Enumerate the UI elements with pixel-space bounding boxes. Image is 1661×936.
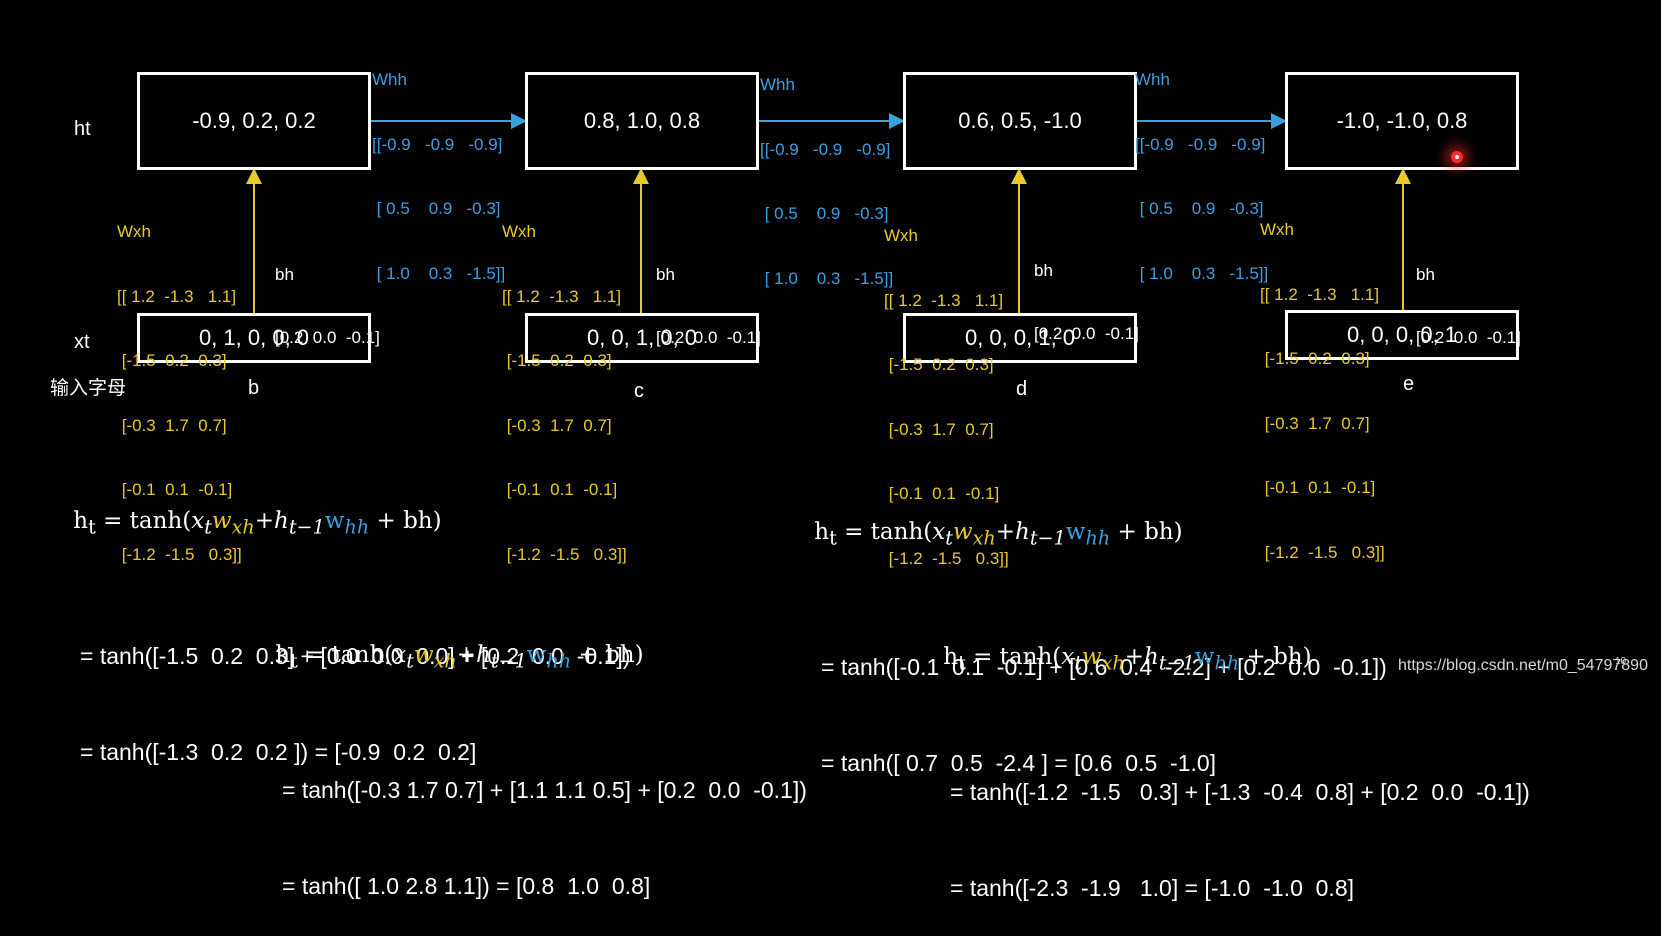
wxh-row: [-1.2 -1.5 0.3]] [117, 544, 242, 564]
bh-value: [0.2 0.0 -0.1] [275, 328, 380, 347]
wxh-row: [-0.3 1.7 0.7] [884, 419, 994, 439]
equation-formula-line: ht = tanh(xtwxh+ht−1whh + bh) [73, 508, 442, 539]
whh-title: Whh [372, 70, 407, 89]
whh-matrix-3: Whh [[-0.9 -0.9 -0.9] [ 0.5 0.9 -0.3] [ … [1135, 26, 1268, 306]
whh-title: Whh [760, 75, 795, 94]
wxh-row: [-0.3 1.7 0.7] [502, 415, 612, 435]
equation-block-e: ht = tanh(xtwxh+ht−1whh + bh) = tanh([-1… [914, 545, 1530, 936]
letter-c: c [634, 380, 644, 402]
hidden-state-box-d: 0.6, 0.5, -1.0 [903, 72, 1137, 170]
equation-result-line: = tanh([-2.3 -1.9 1.0] = [-1.0 -1.0 0.8] [950, 874, 1355, 901]
letter-e: e [1403, 373, 1415, 395]
laser-pointer-icon [1451, 151, 1463, 163]
bh-title: bh [1034, 261, 1053, 280]
wxh-title: Wxh [502, 222, 536, 241]
hidden-state-box-b: -0.9, 0.2, 0.2 [137, 72, 371, 170]
wxh-row: [-1.2 -1.5 0.3]] [884, 548, 1009, 568]
hidden-state-box-e: -1.0, -1.0, 0.8 [1285, 72, 1519, 170]
bh-vector-e: bh [0.2 0.0 -0.1] [1416, 222, 1521, 369]
equation-sum-line: = tanh([-1.5 0.2 0.3] + [0.0 0.0 0.0] + … [80, 642, 631, 669]
bh-vector-b: bh [0.2 0.0 -0.1] [275, 222, 380, 369]
whh-row: [[-0.9 -0.9 -0.9] [1135, 134, 1266, 154]
wxh-row: [[ 1.2 -1.3 1.1] [884, 290, 1004, 310]
wxh-row: [-0.3 1.7 0.7] [1260, 413, 1370, 433]
wxh-row: [-1.5 0.2 0.3] [1260, 349, 1370, 368]
wxh-row: [[ 1.2 -1.3 1.1] [117, 286, 237, 306]
wxh-matrix-e: Wxh [[ 1.2 -1.3 1.1] [-1.5 0.2 0.3] [-0.… [1260, 176, 1385, 585]
arrows-layer [246, 113, 1411, 313]
equation-formula-line: ht = tanh(xtwxh+ht−1whh + bh) [275, 642, 644, 673]
input-box-d: 0, 0, 0, 1, 0 [903, 313, 1137, 363]
wxh-matrix-b: Wxh [[ 1.2 -1.3 1.1] [-1.5 0.2 0.3] [-0.… [117, 178, 242, 587]
wxh-row: [-1.2 -1.5 0.3]] [1260, 542, 1385, 562]
whh-row: [[-0.9 -0.9 -0.9] [372, 134, 503, 154]
wxh-title: Wxh [1260, 220, 1294, 239]
wxh-row: [-1.5 0.2 0.3] [117, 351, 227, 370]
wxh-row: [[ 1.2 -1.3 1.1] [502, 286, 622, 306]
input-box-b: 0, 1, 0, 0, 0 [137, 313, 371, 363]
wxh-row: [-1.5 0.2 0.3] [884, 355, 994, 374]
whh-row: [[-0.9 -0.9 -0.9] [760, 139, 891, 159]
wxh-title: Wxh [884, 226, 918, 245]
bh-value: [0.2 0.0 -0.1] [1416, 328, 1521, 347]
bh-vector-d: bh [0.2 0.0 -0.1] [1034, 218, 1139, 365]
ht-row-label: ht [74, 118, 91, 140]
input-box-e: 0, 0, 0, 0, 1 [1285, 310, 1519, 360]
bh-value: [0.2 0.0 -0.1] [1034, 324, 1139, 343]
whh-row: [ 0.5 0.9 -0.3] [760, 204, 889, 223]
input-caption: 输入字母 [50, 378, 127, 399]
wxh-row: [-0.1 0.1 -0.1] [117, 480, 233, 499]
equation-result-line: = tanh([ 1.0 2.8 1.1]) = [0.8 1.0 0.8] [282, 872, 651, 899]
input-box-c: 0, 0, 1, 0, 0 [525, 313, 759, 363]
wxh-row: [-1.2 -1.5 0.3]] [502, 544, 627, 564]
page-number: 10 [1615, 656, 1627, 667]
bh-title: bh [1416, 265, 1435, 284]
watermark: https://blog.csdn.net/m0_54797890 [1398, 657, 1648, 674]
wxh-matrix-c: Wxh [[ 1.2 -1.3 1.1] [-1.5 0.2 0.3] [-0.… [502, 178, 627, 587]
bh-value: [0.2 0.0 -0.1] [656, 328, 761, 347]
equation-sum-line: = tanh([-0.1 0.1 -0.1] + [0.6 0.4 -2.2] … [821, 653, 1387, 680]
wxh-row: [-0.1 0.1 -0.1] [1260, 478, 1376, 497]
equation-sum-line: = tanh([-0.3 1.7 0.7] + [1.1 1.1 0.5] + … [282, 776, 807, 803]
whh-row: [ 0.5 0.9 -0.3] [372, 199, 501, 218]
wxh-row: [-1.5 0.2 0.3] [502, 351, 612, 370]
whh-title: Whh [1135, 70, 1170, 89]
equation-sum-line: = tanh([-1.2 -1.5 0.3] + [-1.3 -0.4 0.8]… [950, 778, 1530, 805]
wxh-matrix-d: Wxh [[ 1.2 -1.3 1.1] [-1.5 0.2 0.3] [-0.… [884, 182, 1009, 591]
wxh-row: [-0.1 0.1 -0.1] [884, 484, 1000, 503]
wxh-row: [[ 1.2 -1.3 1.1] [1260, 284, 1380, 304]
whh-row: [ 0.5 0.9 -0.3] [1135, 199, 1264, 218]
wxh-row: [-0.1 0.1 -0.1] [502, 480, 618, 499]
equation-formula-line: ht = tanh(xtwxh+ht−1whh + bh) [814, 519, 1183, 550]
whh-matrix-1: Whh [[-0.9 -0.9 -0.9] [ 0.5 0.9 -0.3] [ … [372, 26, 505, 306]
wxh-row: [-0.3 1.7 0.7] [117, 415, 227, 435]
hidden-state-box-c: 0.8, 1.0, 0.8 [525, 72, 759, 170]
wxh-title: Wxh [117, 222, 151, 241]
bh-vector-c: bh [0.2 0.0 -0.1] [656, 222, 761, 369]
xt-row-label: xt [74, 331, 90, 353]
whh-row: [ 1.0 0.3 -1.5]] [760, 268, 894, 288]
whh-matrix-2: Whh [[-0.9 -0.9 -0.9] [ 0.5 0.9 -0.3] [ … [760, 31, 893, 311]
letter-b: b [248, 377, 260, 399]
letter-d: d [1016, 378, 1028, 400]
equation-block-c: ht = tanh(xtwxh+ht−1whh + bh) = tanh([-0… [246, 543, 807, 934]
whh-row: [ 1.0 0.3 -1.5]] [1135, 263, 1269, 283]
bh-title: bh [275, 265, 294, 284]
equation-formula-line: ht = tanh(xtwxh+ht−1whh + bh) [943, 644, 1312, 675]
bh-title: bh [656, 265, 675, 284]
whh-row: [ 1.0 0.3 -1.5]] [372, 263, 506, 283]
